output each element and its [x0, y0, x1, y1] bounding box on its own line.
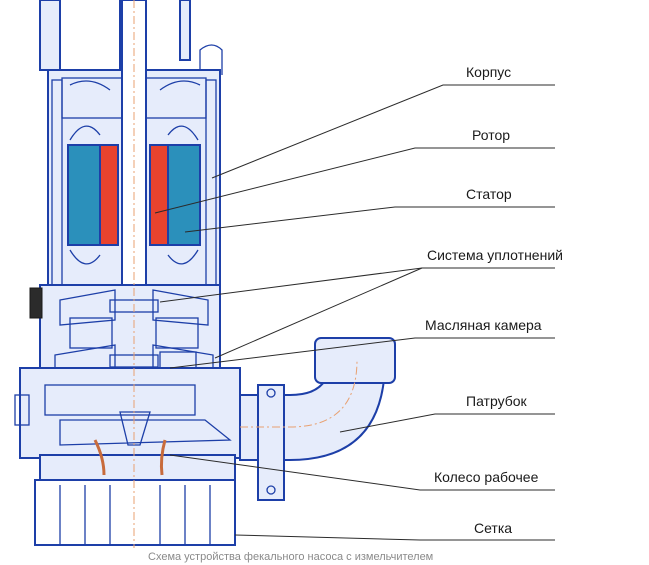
caption: Схема устройства фекального насоса с изм… — [148, 551, 433, 563]
pump-housing — [14, 367, 241, 459]
label-grid: Сетка — [474, 520, 512, 536]
label-impeller: Колесо рабочее — [434, 469, 539, 485]
label-oil-chamber: Масляная камера — [425, 317, 542, 333]
label-stator: Статор — [466, 186, 512, 202]
label-seal-system: Система уплотнений — [427, 247, 563, 263]
discharge-nozzle — [239, 337, 396, 501]
label-korpus: Корпус — [466, 64, 511, 80]
stator — [67, 144, 201, 246]
label-nozzle: Патрубок — [466, 393, 528, 409]
label-rotor: Ротор — [472, 127, 510, 143]
rotor — [99, 144, 169, 246]
inlet-grid — [34, 479, 236, 546]
leader-lines — [154, 84, 555, 541]
winding-ends — [69, 125, 199, 265]
